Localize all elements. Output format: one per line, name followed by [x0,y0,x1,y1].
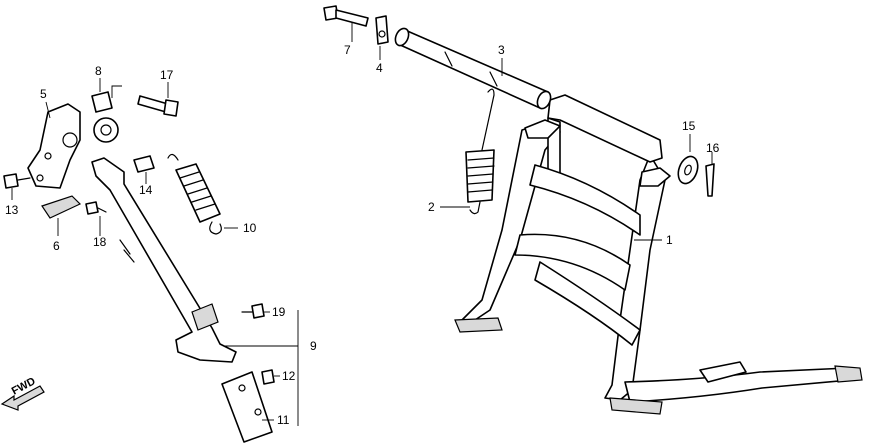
callout-13: 13 [5,203,19,217]
side-stand-assembly [91,157,299,426]
callout-5: 5 [40,87,47,101]
stopper-bolt [241,303,270,319]
callout-18: 18 [93,235,107,249]
bracket-plate [41,195,82,236]
washer [677,134,699,185]
main-stand-spring [440,88,495,215]
callout-7: 7 [344,43,351,57]
callout-14: 14 [139,183,153,197]
main-stand-pivot-pipe [394,27,552,110]
callout-12: 12 [282,369,296,383]
forward-direction-arrow: FWD [0,375,45,411]
callout-3: 3 [498,43,505,57]
callout-labels: 1 2 3 4 5 6 7 8 9 10 11 12 13 14 15 16 1… [5,43,720,427]
callout-1: 1 [666,233,673,247]
side-stand-rubber-pad [221,371,274,443]
callout-17: 17 [160,68,174,82]
pivot-bolt [323,5,369,42]
bracket-bolt [3,173,31,200]
side-stand-bracket [27,101,81,189]
callout-8: 8 [95,64,102,78]
spacer [133,155,155,184]
callout-11: 11 [277,413,290,427]
callout-9: 9 [310,339,317,353]
plate-bolt [85,201,107,236]
callout-15: 15 [682,119,696,133]
pivot-clip [375,15,389,60]
stand-bolt [137,82,179,117]
callout-4: 4 [376,61,383,75]
side-stand-spring [167,153,238,235]
callout-10: 10 [243,221,257,235]
pivot-collar [91,78,122,143]
callout-19: 19 [272,305,286,319]
callout-6: 6 [53,239,60,253]
callout-2: 2 [428,200,435,214]
pad-screw [261,369,280,385]
main-stand [454,94,863,415]
cotter-pin [705,152,715,197]
callout-16: 16 [706,141,720,155]
